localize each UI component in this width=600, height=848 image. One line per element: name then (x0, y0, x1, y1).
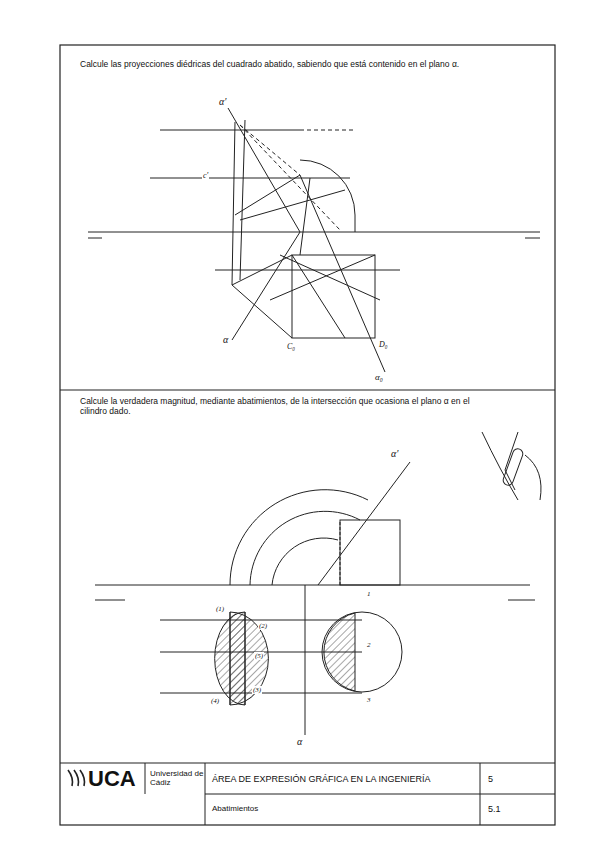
sheet-number: 5 (488, 774, 493, 784)
institution-name: Universidad de Cádiz (150, 769, 205, 787)
trace-label: α (296, 736, 303, 748)
point-label: 3 (366, 696, 372, 704)
trace-label: α' (390, 448, 399, 460)
point-label: (5) (254, 652, 264, 660)
trace-label: α₀ (374, 372, 384, 382)
point-label: C₀ (286, 342, 296, 351)
point-label: (2) (258, 622, 268, 630)
point-label: (3) (252, 686, 262, 694)
area-title: ÁREA DE EXPRESIÓN GRÁFICA EN LA INGENIER… (212, 774, 431, 784)
point-label: 2 (366, 641, 372, 649)
exercise-prompt: Calcule la verdadera magnitud, mediante … (80, 397, 470, 417)
exercise-prompt: Calcule las proyecciones diédricas del c… (80, 60, 550, 70)
sheet-number: 5.1 (488, 804, 501, 814)
logo-text: UCA (88, 766, 136, 791)
sheet-subject: Abatimientos (212, 804, 258, 813)
point-label: c' (202, 171, 209, 180)
point-label: 1 (366, 590, 372, 598)
point-label: (4) (210, 697, 220, 705)
trace-label: α' (218, 96, 227, 108)
point-label: D₀ (378, 340, 389, 349)
trace-label: α (222, 334, 229, 346)
point-label: (1) (215, 605, 225, 613)
